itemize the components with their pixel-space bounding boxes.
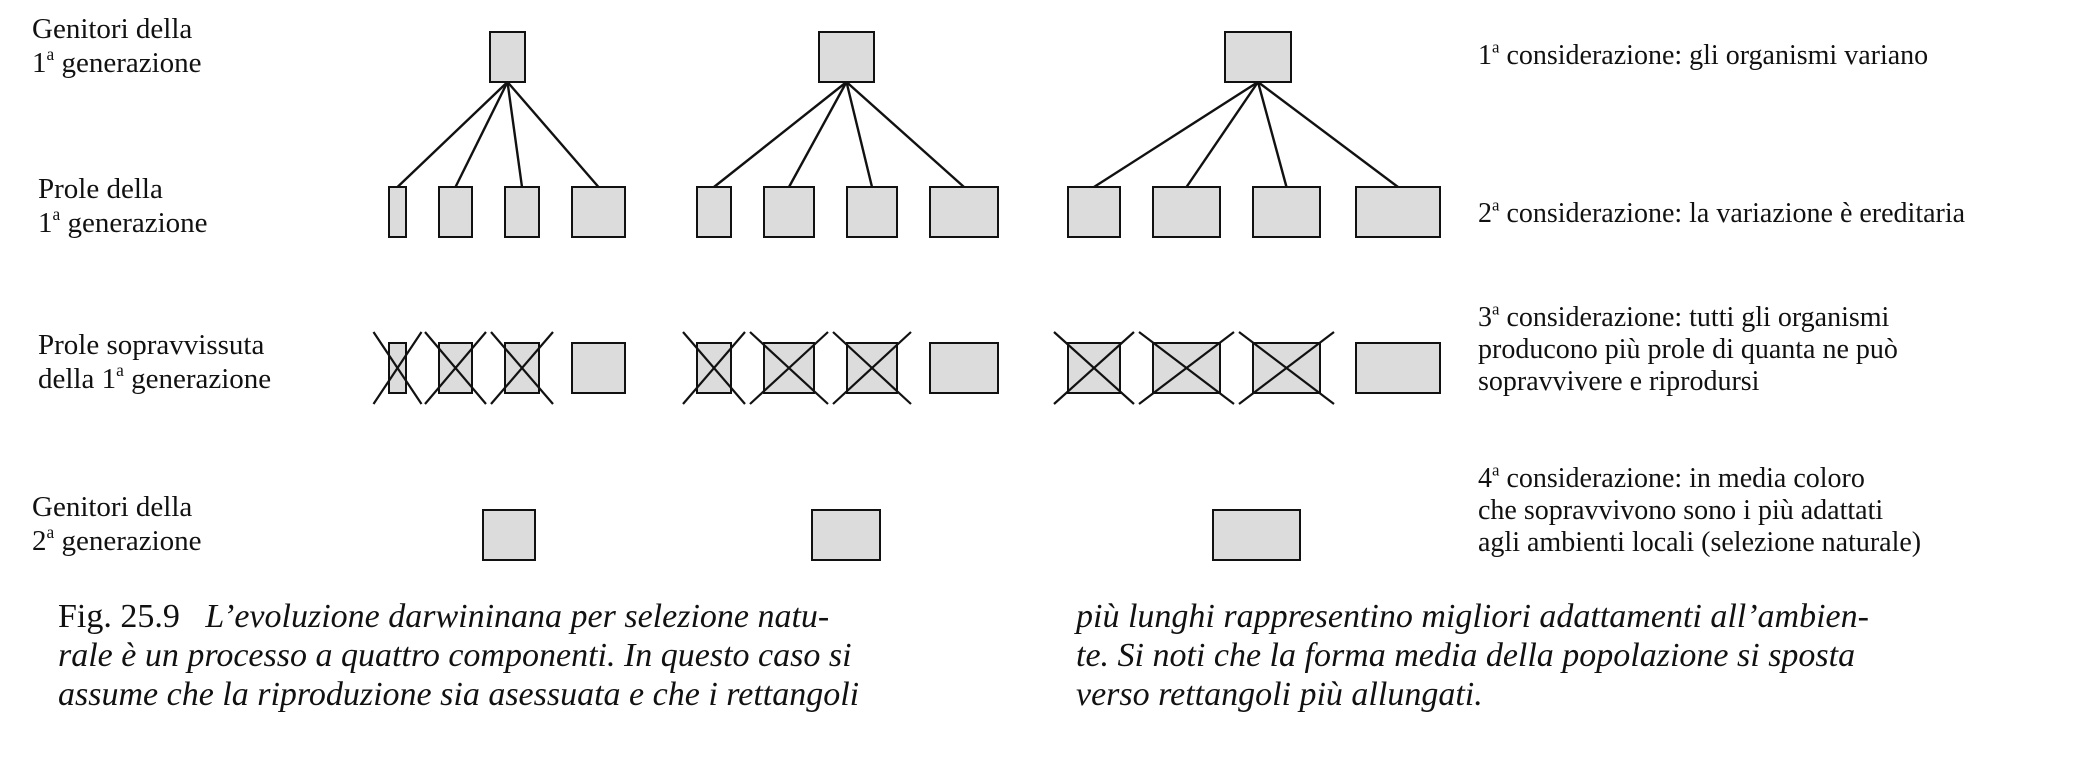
lineage-2-parent-gen1-box [818,31,875,83]
row-label-line1: Prole della [38,173,163,205]
lineage-1-connector-2 [454,81,509,188]
row-label-offspring-gen1: Prole della 1a generazione [38,173,208,239]
lineage-3-survivor-1-cross-b [1053,331,1135,405]
lineage-2-survivor-1-box [696,342,732,394]
row-label-parents-gen2: Genitori della 2a generazione [32,491,202,557]
figure-caption-left: Fig. 25.9 L’evoluzione darwininana per s… [58,598,860,713]
row-label-line1: Genitori della [32,13,193,45]
lineage-3-survivor-4-box [1355,342,1441,394]
lineage-1-survivor-3-box [504,342,540,394]
lineage-3-parent-gen2-box [1212,509,1301,561]
lineage-2-connector-3 [845,81,874,188]
lineage-3-connector-4 [1257,81,1399,188]
figure-label: Fig. 25.9 [58,598,180,635]
lineage-2-offspring-2-box [763,186,815,238]
row-label-surviving-offspring: Prole sopravvissuta della 1a generazione [38,329,272,395]
lineage-1-survivor-2-cross-b [424,331,487,405]
row-label-line1: Genitori della [32,491,193,523]
lineage-1-parent-gen1-box [489,31,526,83]
lineage-3-offspring-2-box [1152,186,1221,238]
lineage-2-connector-1 [713,81,848,188]
row-label-parents-gen1: Genitori della 1a generazione [32,13,202,79]
lineage-3-survivor-3-cross-b [1238,331,1335,405]
consideration-2: 2a considerazione: la variazione è eredi… [1478,195,1966,229]
lineage-2-connector-4 [845,81,965,188]
consideration-4: 4a considerazione: in media coloro che s… [1478,460,1922,558]
lineage-1-offspring-1-box [388,186,407,238]
lineage-2-survivor-2-cross-b [749,331,829,405]
lineage-3-connector-2 [1185,81,1259,188]
lineage-2-offspring-3-box [846,186,898,238]
lineage-3-survivor-2-cross-b [1138,331,1235,405]
row-label-line1: Prole sopravvissuta [38,329,265,361]
lineage-1-offspring-2-box [438,186,473,238]
lineage-1-offspring-4-box [571,186,626,238]
figure-caption-right: più lunghi rappresentino migliori adatta… [1076,598,1869,713]
lineage-3-connector-3 [1256,81,1288,188]
lineage-1-parent-gen2-box [482,509,536,561]
lineage-1-connector-3 [506,81,524,188]
lineage-3-connector-1 [1093,80,1259,189]
lineage-3-offspring-3-box [1252,186,1321,238]
lineage-1-offspring-3-box [504,186,540,238]
lineage-1-survivor-4-box [571,342,626,394]
lineage-2-offspring-4-box [929,186,999,238]
lineage-2-parent-gen2-box [811,509,881,561]
lineage-3-offspring-1-box [1067,186,1121,238]
lineage-1-survivor-3-cross-b [490,331,554,405]
lineage-2-offspring-1-box [696,186,732,238]
lineage-2-survivor-1-cross-b [682,331,746,405]
lineage-2-survivor-3-cross-b [832,331,912,405]
lineage-1-survivor-1-cross-b [372,331,423,405]
consideration-1: 1a considerazione: gli organismi variano [1478,37,1929,71]
lineage-1-connector-4 [506,81,600,188]
lineage-3-parent-gen1-box [1224,31,1292,83]
lineage-2-connector-2 [787,81,848,188]
consideration-3: 3a considerazione: tutti gli organismi p… [1478,299,1898,397]
lineage-1-connector-1 [396,81,509,188]
lineage-2-survivor-4-box [929,342,999,394]
lineage-3-offspring-4-box [1355,186,1441,238]
